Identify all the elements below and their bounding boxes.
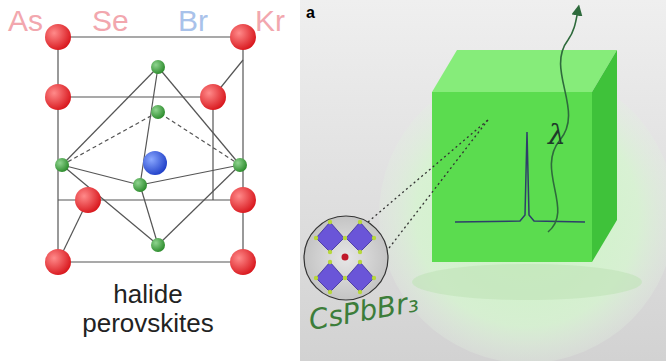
wavelength-symbol: λ (548, 120, 566, 151)
zoom-lines (368, 120, 488, 252)
caption-text: halide perovskites (48, 280, 248, 337)
watermark-letter: Kr (255, 4, 285, 37)
emission-glow (379, 67, 666, 361)
unit-cell (58, 37, 243, 262)
watermark-letter: Br (178, 4, 208, 37)
watermark-letter: As (8, 4, 43, 37)
emission-arrow (548, 10, 578, 232)
panel-letter: a (306, 4, 315, 22)
crystal-structure-inset (304, 216, 388, 300)
atoms (45, 24, 256, 275)
watermark-letter: Se (92, 4, 129, 37)
